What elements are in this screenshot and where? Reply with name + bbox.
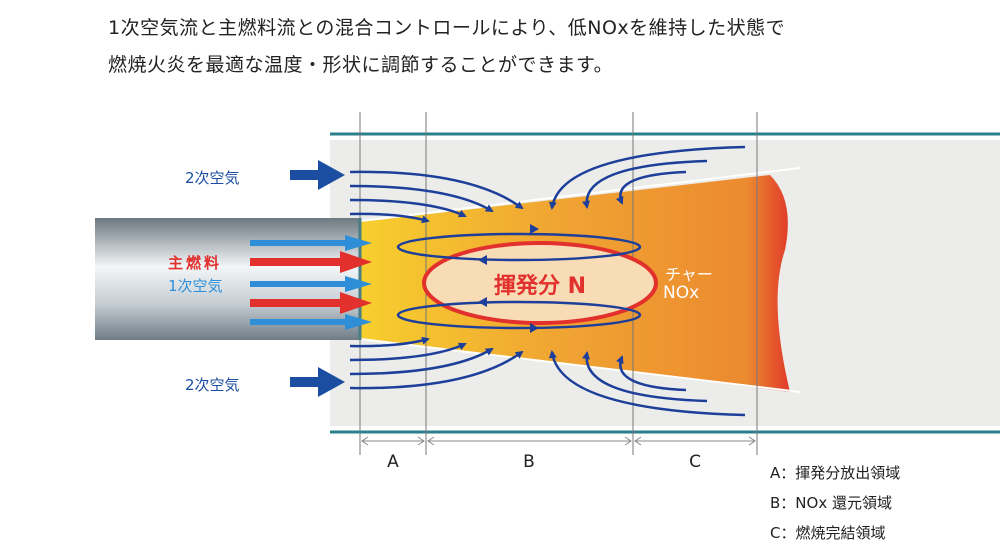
zone-c-label: C (689, 452, 701, 472)
intro-text: 1次空気流と主燃料流との混合コントロールにより、低NOxを維持した状態で 燃焼火… (108, 10, 785, 84)
zone-a-label: A (387, 452, 399, 472)
secondary-air-label-top: 2次空気 (185, 169, 240, 187)
secondary-air-flow-bottom (349, 336, 746, 417)
flame-edge-top (359, 167, 801, 222)
flame-edge-bottom (359, 338, 801, 393)
char-nox-label-2: NOx (663, 283, 699, 303)
secondary-air-arrow-bottom (290, 367, 345, 397)
recirculation-arrowheads (478, 224, 539, 333)
legend-zone-b: B：NOx 還元領域 (770, 494, 892, 512)
secondary-air-flow-top (349, 145, 746, 224)
main-fuel-label: 主燃料 (168, 254, 222, 272)
secondary-air-arrow-top (290, 160, 345, 190)
legend-zone-a: A：揮発分放出領域 (770, 464, 901, 482)
zone-dimension-lines (361, 436, 756, 446)
main-fuel-arrows (250, 251, 372, 314)
primary-air-arrows (250, 235, 372, 330)
intro-line-1: 1次空気流と主燃料流との混合コントロールにより、低NOxを維持した状態で (108, 17, 786, 39)
legend-zone-c: C：燃焼完結領域 (770, 524, 886, 542)
zone-legend: A：揮発分放出領域 B：NOx 還元領域 C：燃焼完結領域 (770, 458, 900, 548)
volatile-n-label: 揮発分 N (494, 274, 586, 299)
recirculation-loops (396, 232, 642, 330)
primary-air-label: 1次空気 (168, 277, 223, 295)
zone-b-label: B (523, 452, 535, 472)
intro-line-2: 燃焼火炎を最適な温度・形状に調節することができます。 (108, 54, 614, 76)
char-nox-label-1: チャー (665, 265, 713, 284)
secondary-air-label-bottom: 2次空気 (185, 376, 240, 394)
